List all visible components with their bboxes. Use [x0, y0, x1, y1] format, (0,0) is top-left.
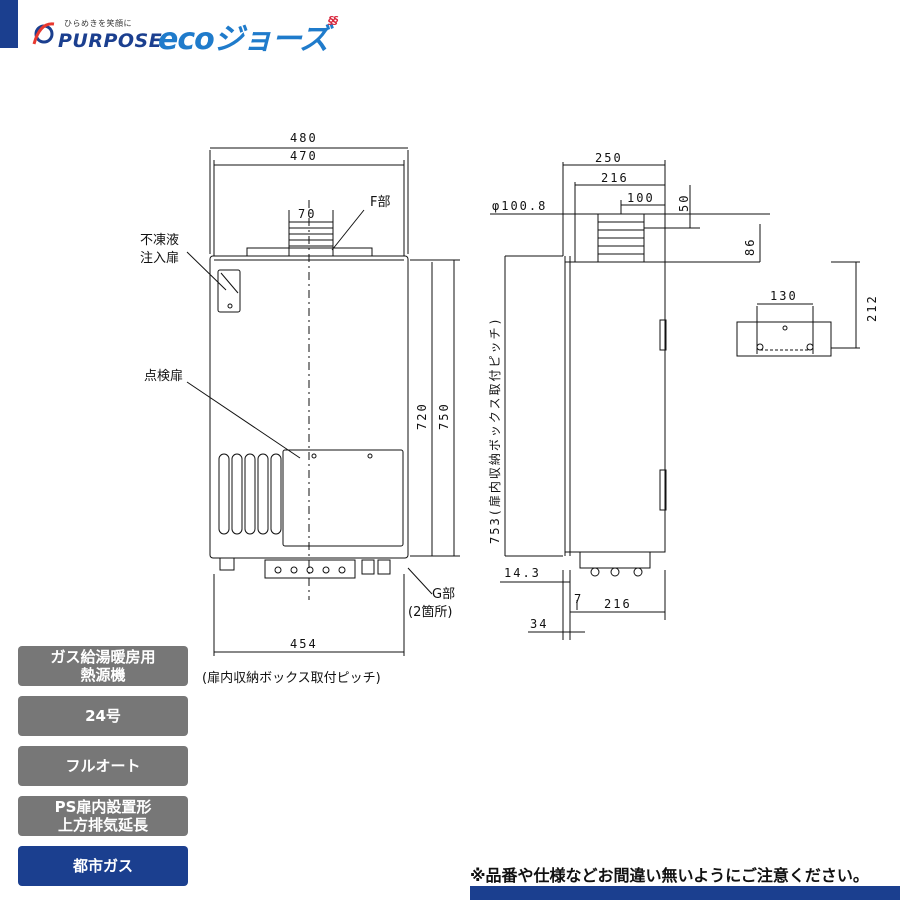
badge-gas-type: 都市ガス: [18, 846, 188, 886]
dim-14-3: 14.3: [504, 566, 541, 580]
eco-jozu-logo: ecoジョーズ§§: [158, 14, 338, 58]
label-g-part-count: (2箇所): [408, 604, 452, 620]
dim-720: 720: [415, 402, 429, 430]
footer-bar: [470, 886, 900, 900]
dim-250: 250: [595, 151, 623, 165]
label-pitch: (扉内収納ボックス取付ピッチ): [202, 670, 381, 686]
dim-216-bottom: 216: [604, 597, 632, 611]
dim-212: 212: [865, 294, 879, 322]
dim-750: 750: [437, 402, 451, 430]
brand-tagline: ひらめきを笑顔に: [64, 19, 132, 28]
inspection-door: [282, 449, 404, 547]
label-inspection-door: 点検扉: [144, 368, 183, 384]
dim-50: 50: [677, 194, 691, 212]
dim-454: 454: [290, 637, 318, 651]
dim-86: 86: [743, 238, 757, 256]
dim-70: 70: [298, 207, 316, 221]
antifreeze-door: [217, 269, 241, 313]
dim-130: 130: [770, 289, 798, 303]
front-flue: [288, 227, 334, 257]
brand-bar: [0, 0, 18, 48]
badge-capacity: 24号: [18, 696, 188, 736]
label-antifreeze-1: 不凍液: [140, 232, 179, 248]
eco-jozu-wordmark: ecoジョーズ: [158, 22, 329, 57]
badge-mode: フルオート: [18, 746, 188, 786]
dim-phi-100-8: φ100.8: [492, 199, 547, 213]
purpose-wordmark: PURPOSE: [58, 30, 163, 52]
badge-product-type: ガス給湯暖房用 熱源機: [18, 646, 188, 686]
label-g-part: G部: [432, 587, 455, 602]
caution-note: ※品番や仕様などお間違い無いようにご注意ください。: [470, 866, 869, 885]
dim-100: 100: [627, 191, 655, 205]
dim-480: 480: [290, 131, 318, 145]
dim-753-pitch: 753(扉内収納ボックス取付ピッチ): [488, 316, 502, 544]
purpose-logo: ひらめきを笑顔に PURPOSE: [28, 14, 162, 54]
label-antifreeze-2: 注入扉: [140, 250, 179, 266]
dim-7: 7: [574, 592, 583, 606]
label-f-part: F部: [370, 195, 390, 210]
purpose-mark-icon: [32, 22, 55, 45]
box-detail: [736, 321, 832, 357]
steam-icon: §§: [328, 14, 338, 27]
dim-216: 216: [601, 171, 629, 185]
badge-installation: PS扉内設置形 上方排気延長: [18, 796, 188, 836]
side-body: [564, 261, 666, 553]
dim-34: 34: [530, 617, 548, 631]
dim-470: 470: [290, 149, 318, 163]
